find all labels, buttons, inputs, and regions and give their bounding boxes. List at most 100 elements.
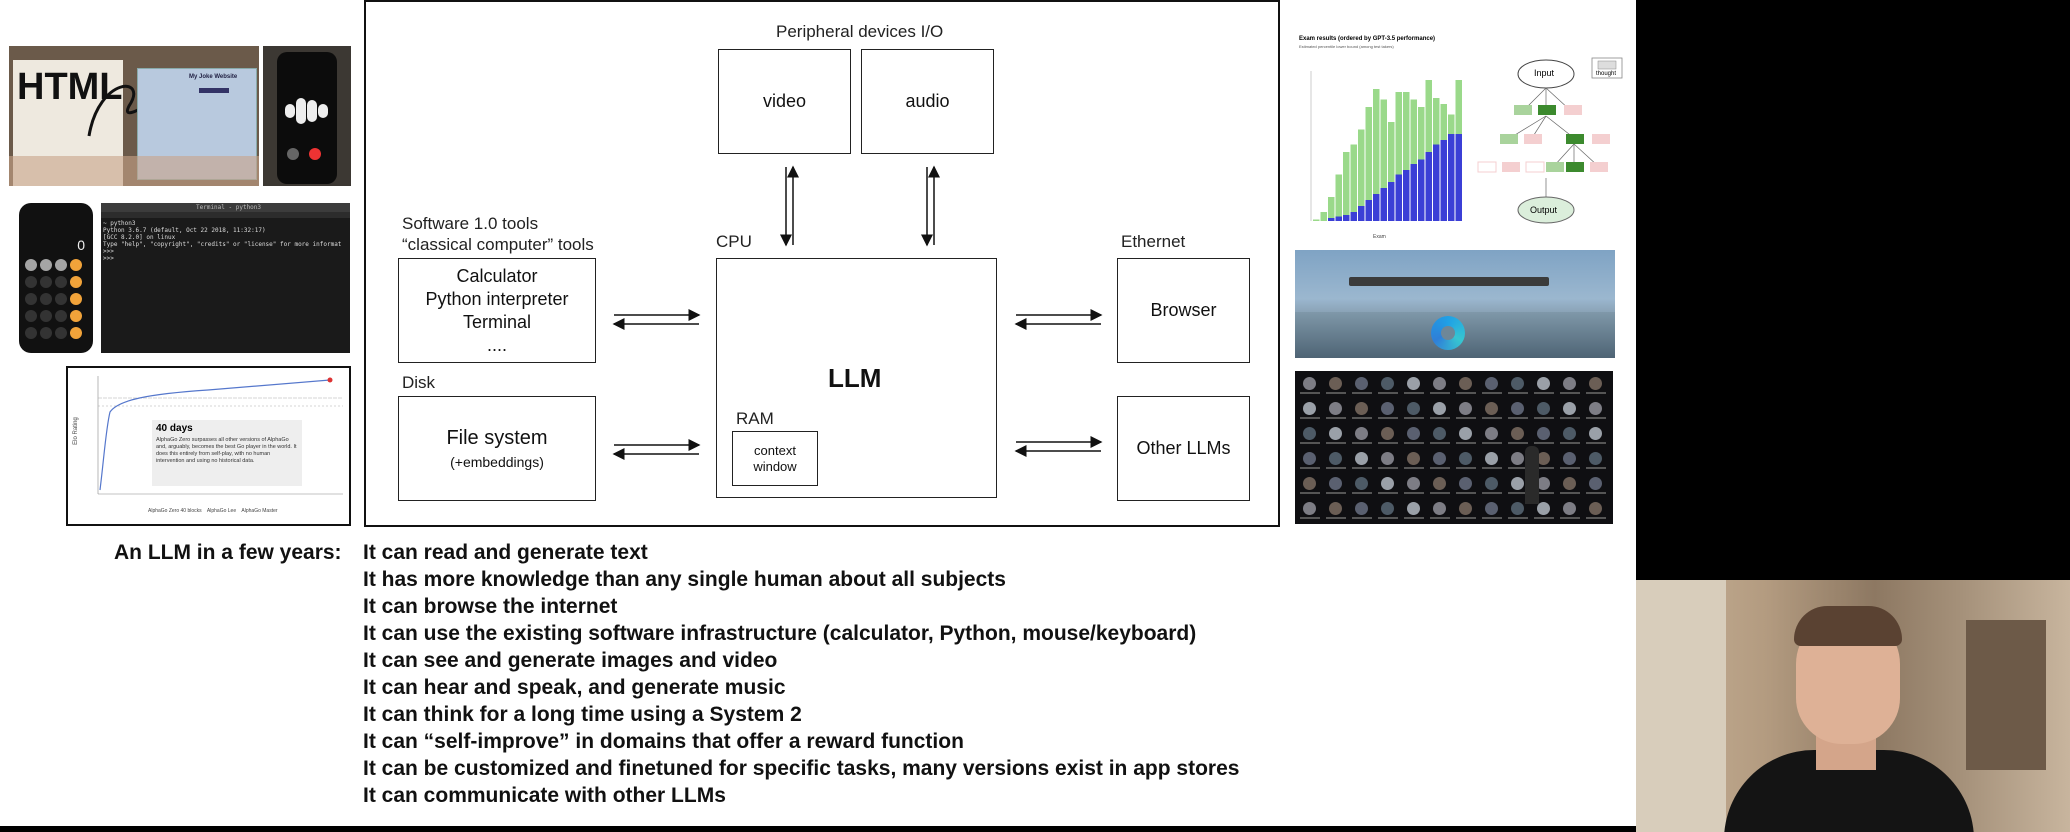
gpt-app-caption	[1326, 517, 1346, 519]
list-item: It can browse the internet	[363, 595, 618, 618]
gpt-app-icon	[1589, 377, 1602, 390]
gpt-app-caption	[1534, 492, 1554, 494]
exam-bar-gpt4	[1358, 129, 1365, 221]
gpt-app-icon	[1329, 402, 1342, 415]
cpu-label: CPU	[716, 232, 752, 251]
gpt-app-icon	[1407, 402, 1420, 415]
context-window-box: context window	[732, 431, 818, 486]
end-call-icon	[309, 148, 321, 160]
tool-terminal: Terminal	[462, 311, 532, 332]
exam-bar-gpt4	[1343, 152, 1350, 221]
gpt-app-icon	[1329, 477, 1342, 490]
terminal-line: >>>	[103, 255, 118, 262]
terminal-line: >>>	[103, 248, 118, 255]
legend-master: AlphaGo Master	[241, 508, 278, 514]
tot-output-label: Output	[1530, 205, 1558, 215]
gpt-app-icon	[1381, 452, 1394, 465]
gpt-app-icon	[1459, 502, 1472, 515]
gpt-app-caption	[1430, 492, 1450, 494]
exam-bar-gpt4	[1395, 92, 1402, 221]
gpt-app-icon	[1303, 377, 1316, 390]
gpt-app-icon	[1537, 377, 1550, 390]
list-item: It can think for a long time using a Sys…	[363, 703, 802, 726]
gpt-app-icon	[1355, 427, 1368, 440]
calculator-key	[25, 327, 37, 339]
gpt-app-icon	[1329, 377, 1342, 390]
exam-results-thumbnail: Exam results (ordered by GPT-3.5 perform…	[1295, 33, 1465, 243]
gpt-app-icon	[1303, 452, 1316, 465]
calculator-key	[55, 293, 67, 305]
alphago-callout-title: 40 days	[156, 423, 193, 434]
otherllms-cpu-arrows	[1014, 436, 1103, 457]
software-label-1: Software 1.0 tools	[402, 214, 539, 233]
exam-bar-gpt35	[1343, 215, 1350, 221]
list-heading: An LLM in a few years:	[114, 541, 342, 564]
gpt-app-icon	[1329, 452, 1342, 465]
exam-bar-gpt35	[1425, 152, 1432, 221]
file-system-label: File system	[446, 427, 548, 449]
gpt-app-caption	[1508, 392, 1528, 394]
gpt-app-icon	[1563, 502, 1576, 515]
gpt-app-icon	[1355, 452, 1368, 465]
terminal-line: Python 3.6.7 (default, Oct 22 2018, 11:3…	[103, 227, 266, 234]
disk-label: Disk	[402, 373, 436, 392]
list-item: It can use the existing software infrast…	[363, 622, 1197, 645]
gpt-app-icon	[1485, 477, 1498, 490]
gpt-app-caption	[1560, 442, 1580, 444]
calculator-key	[25, 259, 37, 271]
browser-label: Browser	[1150, 300, 1217, 320]
gpt-app-icon	[1511, 377, 1524, 390]
phone-voice-thumbnail	[263, 46, 351, 186]
terminal-line: [GCC 8.2.0] on linux	[103, 234, 176, 241]
gpt-app-icon	[1459, 477, 1472, 490]
gpt-app-icon	[1485, 377, 1498, 390]
gpt-app-caption	[1326, 467, 1346, 469]
calculator-key	[70, 259, 82, 271]
gpt-app-icon	[1355, 477, 1368, 490]
exam-bar-gpt4	[1328, 197, 1335, 221]
video-cpu-arrows	[780, 165, 799, 247]
gpt-app-icon	[1537, 452, 1550, 465]
exam-bar-gpt35	[1448, 134, 1455, 221]
exam-bar-gpt4	[1403, 92, 1410, 221]
gpt-app-icon	[1459, 427, 1472, 440]
file-system-box: File system (+embeddings)	[398, 396, 596, 501]
exam-subtitle: Estimated percentile lower bound (among …	[1299, 44, 1394, 49]
presenter-webcam	[1636, 580, 2070, 832]
gpt-app-icon	[1485, 502, 1498, 515]
gpt-app-icon	[1589, 502, 1602, 515]
gpt-app-icon	[1459, 377, 1472, 390]
calculator-thumbnail: 0	[19, 203, 93, 353]
list-item: It can see and generate images and video	[363, 649, 778, 672]
video-label: video	[762, 91, 807, 111]
html-sketch-thumbnail: HTML My Joke Website	[9, 46, 259, 186]
gpt-app-caption	[1378, 392, 1398, 394]
gpt-app-caption	[1534, 417, 1554, 419]
audio-box: audio	[861, 49, 994, 154]
website-title: My Joke Website	[189, 74, 238, 80]
gpt-app-icon	[1563, 377, 1576, 390]
gpt-app-caption	[1508, 417, 1528, 419]
elo-curve	[99, 379, 331, 491]
gpt-app-caption	[1508, 517, 1528, 519]
gpt-app-icon	[1511, 427, 1524, 440]
gpt-app-caption	[1352, 492, 1372, 494]
tool-calculator: Calculator	[456, 265, 538, 286]
legend-lee: AlphaGo Lee	[206, 508, 237, 514]
gpt-app-caption	[1326, 417, 1346, 419]
gpt-app-caption	[1482, 467, 1502, 469]
search-bar[interactable]	[1349, 277, 1549, 286]
gpt-app-caption	[1430, 392, 1450, 394]
exam-bar-gpt4	[1350, 144, 1357, 221]
tree-of-thought-diagram	[1477, 57, 1623, 224]
gpt-app-caption	[1430, 517, 1450, 519]
gpt-app-caption	[1534, 517, 1554, 519]
gpt-app-caption	[1586, 442, 1606, 444]
gpt-app-icon	[1433, 502, 1446, 515]
gpt-app-caption	[1560, 392, 1580, 394]
gpt-app-caption	[1352, 442, 1372, 444]
terminal-line: ~ python3	[103, 220, 136, 227]
exam-bar-gpt35	[1358, 206, 1365, 221]
exam-bar-gpt4	[1335, 174, 1342, 221]
